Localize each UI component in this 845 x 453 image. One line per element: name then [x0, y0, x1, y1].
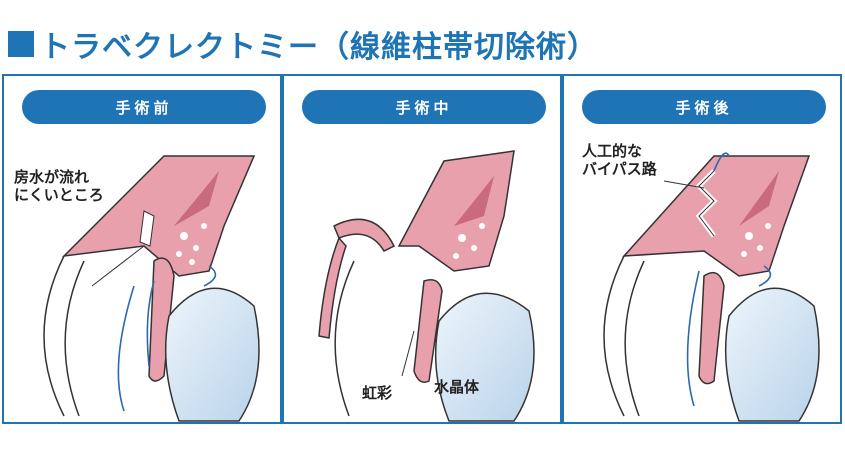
eye-diagram-before	[43, 155, 260, 422]
iris	[413, 279, 443, 383]
iris	[148, 257, 175, 382]
scleral-flap	[333, 218, 396, 252]
panel-header-after: 手術後	[582, 90, 826, 124]
aqueous-flow-arrows	[686, 152, 772, 407]
page-title-text: トラベクレクトミー（線維柱帯切除術）	[40, 30, 598, 65]
eye-diagram-during	[318, 150, 535, 422]
panel-header-during: 手術中	[302, 90, 546, 124]
annotation-leader-line	[91, 245, 145, 287]
panel-header-before: 手術前	[22, 90, 266, 124]
panel-after: 手術後 人工的な バイパス路	[562, 74, 842, 424]
trabecular-meshwork	[139, 210, 155, 247]
panel-before: 手術前 房水が流れ にくいところ	[2, 74, 282, 424]
lens	[724, 287, 820, 422]
annotation-label-blocked-outflow: 房水が流れ にくいところ	[14, 168, 104, 204]
sclera-shading	[739, 171, 779, 226]
cornea-outer	[64, 260, 85, 417]
sclera-tissue	[622, 155, 811, 277]
cornea-inner	[603, 255, 625, 417]
meshwork-dots	[741, 223, 771, 257]
sclera-shading	[174, 171, 219, 226]
flap-edge	[318, 236, 347, 339]
meshwork-dots	[176, 223, 207, 265]
sclera-tissue	[61, 155, 256, 277]
meshwork-dots	[453, 223, 485, 259]
iris-leader-line	[401, 330, 415, 377]
aqueous-flow-arrows	[117, 265, 217, 412]
annotation-label-bypass: 人工的な バイパス路	[582, 142, 657, 178]
page-title: トラベクレクトミー（線維柱帯切除術）	[8, 24, 598, 65]
eye-diagram-after	[603, 152, 820, 422]
bypass-outline	[698, 170, 715, 237]
sclera-tissue	[397, 150, 515, 272]
sclera-shading	[454, 176, 494, 226]
panel-during: 手術中 虹彩 水晶体	[282, 74, 562, 424]
title-bullet-square	[8, 31, 34, 57]
lens	[164, 287, 260, 422]
iris-label: 虹彩	[362, 384, 393, 402]
cornea	[334, 260, 355, 417]
iris	[698, 271, 725, 385]
lens-label: 水晶体	[434, 378, 480, 396]
cornea-outer	[624, 260, 645, 417]
lens	[434, 292, 535, 422]
annotation-leader-line	[663, 180, 705, 189]
cornea-inner	[43, 255, 65, 417]
